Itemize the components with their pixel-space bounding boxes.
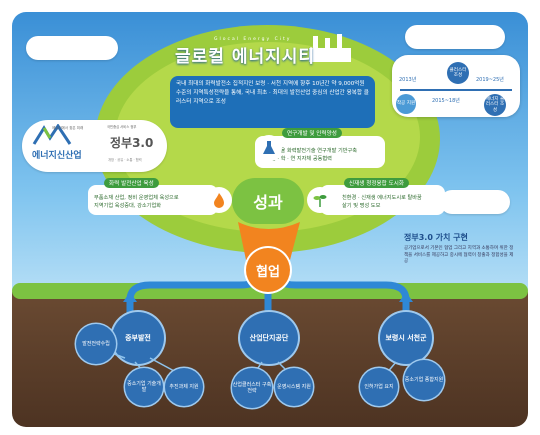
- branch-right-line1: 친환경 · 신재생 에너지도시로 탈바꿈: [342, 195, 422, 201]
- title-subtitle: Glocal Energy City: [214, 37, 292, 42]
- gov-label: 정부3.0: [110, 136, 154, 150]
- branch-top-title: 연구개발 및 인력양성: [282, 128, 342, 138]
- cloud: [405, 25, 505, 49]
- leaf-node: 중소기업 종합지원: [404, 360, 444, 400]
- value-heading: 정부3.0 가치 구현: [404, 233, 468, 242]
- cloud: [22, 120, 167, 172]
- leaf-node: 중소기업 기술개발: [125, 368, 163, 406]
- leaf-node: 인허가업 요지: [360, 368, 398, 406]
- value-body: 공기업으로서 기본인 협업 그리고 지역과 소통하며 위한 정책을 서비스를 제…: [404, 246, 514, 264]
- power-plant-icon: [309, 34, 351, 62]
- cooperation-badge: 협업: [246, 248, 290, 292]
- timeline-line: [400, 89, 512, 91]
- flame-icon: [206, 187, 232, 213]
- sprout-icon: [307, 187, 333, 213]
- branch-right-line2: 살기 및 명성 도모: [342, 203, 381, 209]
- timeline-circle-complete: 에너지 클러스터 조성: [484, 94, 506, 116]
- logo-tagline: 에너지에서 찾은 미래: [52, 126, 84, 130]
- gov-small-label: 국민중심 서비스 정부: [107, 125, 137, 129]
- energy-logo-icon: [32, 124, 72, 145]
- root-node-kicox: 산업단지공단: [240, 312, 298, 364]
- branch-left-title: 화력 발전산업 육성: [104, 178, 159, 188]
- branch-left-line2: 지역기업 육성증대, 강소기업화: [94, 203, 161, 209]
- leaf-node: 운영시스템 지원: [275, 368, 313, 406]
- cloud: [26, 36, 118, 60]
- timeline-year-start: 2013년: [399, 77, 417, 83]
- timeline-year-end: 2019~25년: [476, 77, 504, 83]
- page-title: 글로컬 에너지시티: [175, 47, 316, 67]
- result-badge: 성과: [232, 178, 304, 224]
- leaf-node: 발전전략수립: [76, 324, 116, 364]
- branch-top-line1: 고효율 화력발전기술 연구개발 기반구축: [271, 148, 358, 154]
- branch-left-card: 부품소재 산업, 정비 운영업체 육성으로 지역기업 육성증대, 강소기업화: [88, 185, 218, 215]
- timeline-year-mid: 2015~18년: [432, 98, 460, 104]
- cloud: [440, 190, 510, 214]
- gov-footer: 개방 · 공유 · 소통 · 협력: [108, 158, 142, 162]
- branch-left-line1: 부품소재 산업, 정비 운영업체 육성으로: [94, 195, 179, 201]
- branch-right-title: 신재생 청정융합 도시화: [344, 178, 410, 188]
- logo-cloud: 에너지에서 찾은 미래 에너지신산업 국민중심 서비스 정부 정부3.0 개방 …: [22, 112, 167, 174]
- leaf-node: 산업클러스터 구축전략: [232, 368, 272, 408]
- branch-top-line2: 산 · 학 · 연 지자체 공동협력: [271, 156, 332, 162]
- value-card: 정부3.0 가치 구현 공기업으로서 기본인 협업 그리고 지역과 소통하며 위…: [400, 232, 520, 290]
- root-node-kospo: 중부발전: [112, 312, 164, 364]
- logo-brand: 에너지신산업: [32, 151, 82, 161]
- flask-icon: [256, 135, 282, 161]
- timeline-circle-cluster: 클러스터 조성: [447, 62, 469, 84]
- root-node-city: 보령시 서천군: [380, 312, 432, 364]
- timeline-circle-start: 착공 지원: [396, 94, 416, 114]
- timeline-panel: 2013년 2019~25년 클러스터 조성 착공 지원 2015~18년 에너…: [392, 55, 520, 117]
- leaf-node: 추진과제 지원: [165, 368, 203, 406]
- branch-right-card: 친환경 · 신재생 에너지도시로 탈바꿈 살기 및 명성 도모: [320, 185, 445, 215]
- intro-box: 국내 최대의 화력발전소 집적지인 보령 · 서천 지역에 향후 10년간 약 …: [170, 76, 375, 128]
- intro-text: 국내 최대의 화력발전소 집적지인 보령 · 서천 지역에 향후 10년간 약 …: [176, 81, 369, 105]
